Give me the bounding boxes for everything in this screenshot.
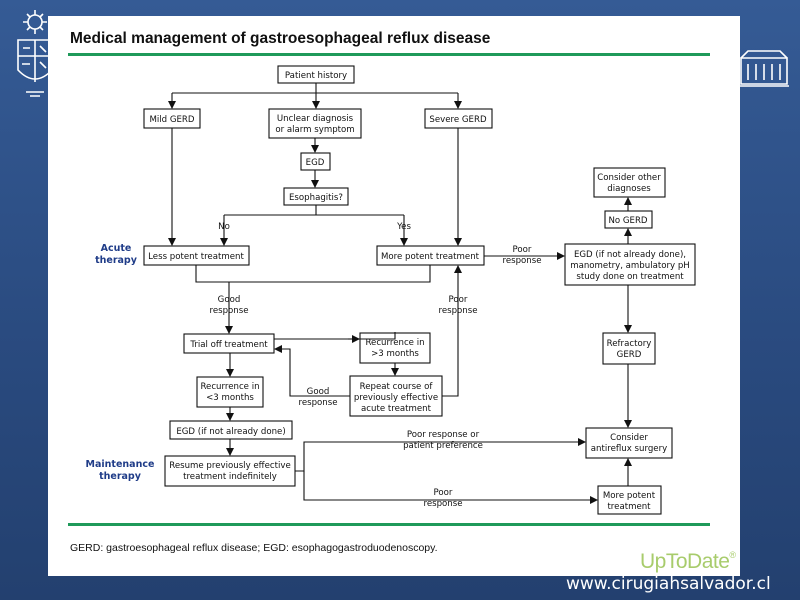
edge-label-poor-response-or-preference: patient preference	[403, 441, 483, 451]
page-title: Medical management of gastroesophageal r…	[70, 30, 491, 47]
side-label-line: Acute	[101, 243, 132, 254]
edge-label-poor-response: response	[438, 306, 477, 316]
box-line: manometry, ambulatory pH	[570, 261, 690, 271]
edge-label-good-response: response	[298, 398, 337, 408]
footer-divider	[68, 523, 710, 526]
edge-labels: No Yes Poor response Good response Poor …	[209, 222, 541, 509]
connector-line	[274, 332, 396, 340]
box-line: Recurrence in	[365, 338, 424, 348]
connector-arrow	[442, 265, 462, 397]
university-crest-icon	[17, 10, 53, 97]
edge-label-poor-response: Poor	[513, 245, 532, 255]
box-line: Severe GERD	[429, 115, 487, 125]
egd-box: EGD	[300, 152, 331, 171]
box-line: Consider other	[597, 173, 661, 183]
edge-label-poor-response: Poor	[449, 295, 468, 305]
box-line: treatment	[607, 502, 651, 512]
edge-label-good-response: Good	[307, 387, 330, 397]
side-label-acute-therapy: Acute therapy	[95, 243, 138, 266]
trial-off-treatment-box: Trial off treatment	[183, 333, 275, 354]
edge-label-no: No	[218, 222, 230, 232]
box-line: diagnoses	[607, 184, 651, 194]
patient-history-box: Patient history	[277, 65, 355, 84]
consider-other-diagnoses-box: Consider other diagnoses	[593, 167, 666, 198]
connectors	[168, 83, 632, 504]
edge-label-poor-response: response	[423, 499, 462, 509]
box-line: Trial off treatment	[189, 340, 268, 350]
connector-line	[224, 205, 404, 216]
website-url[interactable]: www.cirugiahsalvador.cl	[566, 574, 771, 594]
connector-line	[195, 265, 431, 283]
box-line: Esophagitis?	[289, 193, 343, 203]
recurrence-lt3-box: Recurrence in <3 months	[196, 376, 264, 408]
side-label-line: therapy	[95, 255, 138, 266]
box-line: GERD	[617, 350, 642, 360]
abbreviations-footnote: GERD: gastroesophageal reflux disease; E…	[70, 542, 438, 554]
edge-label-good-response: Good	[218, 295, 241, 305]
box-line: EGD (if not already done),	[574, 250, 686, 260]
severe-gerd-box: Severe GERD	[424, 108, 493, 129]
box-line: Consider	[610, 433, 648, 443]
esophagitis-box: Esophagitis?	[283, 187, 349, 206]
mild-gerd-box: Mild GERD	[143, 108, 201, 129]
box-line: No GERD	[608, 216, 647, 226]
box-line: treatment indefinitely	[183, 472, 277, 482]
connector-arrow	[303, 471, 598, 504]
flowchart-panel: Medical management of gastroesophageal r…	[48, 16, 740, 576]
box-line: Less potent treatment	[148, 252, 244, 262]
box-line: acute treatment	[361, 404, 432, 414]
connector-arrow	[295, 438, 586, 472]
box-line: Repeat course of	[360, 382, 434, 392]
edge-label-good-response: response	[209, 306, 248, 316]
connector-line	[172, 83, 458, 94]
connector-arrow	[274, 345, 350, 397]
box-line: Patient history	[285, 71, 347, 81]
box-line: Unclear diagnosis	[277, 114, 354, 124]
box-line: <3 months	[206, 393, 254, 403]
box-line: study done on treatment	[576, 272, 684, 282]
no-gerd-box: No GERD	[604, 210, 653, 229]
edge-label-yes: Yes	[396, 222, 411, 232]
repeat-course-box: Repeat course of previously effective ac…	[349, 375, 443, 417]
consider-surgery-box: Consider antireflux surgery	[585, 427, 673, 459]
box-line: or alarm symptom	[275, 125, 354, 135]
box-line: EGD (if not already done)	[176, 427, 285, 437]
brand-name: UpToDate	[640, 550, 730, 573]
side-label-line: therapy	[99, 471, 142, 482]
uptodate-logo: UpToDate®	[640, 550, 736, 574]
title-divider	[68, 53, 710, 56]
flowchart: Acute therapy Maintenance therapy Patien…	[86, 65, 696, 515]
building-icon	[739, 50, 789, 87]
more-potent-treatment-box: More potent treatment	[376, 245, 485, 266]
box-line: More potent treatment	[381, 252, 480, 262]
box-line: >3 months	[371, 349, 419, 359]
box-line: antireflux surgery	[591, 444, 667, 454]
more-potent-treatment-box-2: More potent treatment	[597, 485, 662, 515]
brand-mark: ®	[729, 550, 736, 560]
side-label-maintenance-therapy: Maintenance therapy	[86, 459, 155, 482]
less-potent-treatment-box: Less potent treatment	[143, 245, 250, 266]
side-label-line: Maintenance	[86, 459, 155, 470]
box-line: Recurrence in	[200, 382, 259, 392]
edge-label-poor-response: response	[502, 256, 541, 266]
refractory-gerd-box: Refractory GERD	[602, 332, 656, 365]
box-line: Refractory	[607, 339, 652, 349]
resume-treatment-box: Resume previously effective treatment in…	[164, 455, 296, 487]
box-line: EGD	[306, 158, 325, 168]
egd-manometry-box: EGD (if not already done), manometry, am…	[564, 243, 696, 286]
box-line: Resume previously effective	[169, 461, 290, 471]
unclear-diagnosis-box: Unclear diagnosis or alarm symptom	[268, 108, 362, 139]
box-line: More potent	[603, 491, 656, 501]
box-line: previously effective	[354, 393, 438, 403]
egd-if-not-done-box: EGD (if not already done)	[169, 420, 293, 440]
box-line: Mild GERD	[149, 115, 194, 125]
edge-label-poor-response: Poor	[434, 488, 453, 498]
edge-label-poor-response-or-preference: Poor response or	[407, 430, 480, 440]
